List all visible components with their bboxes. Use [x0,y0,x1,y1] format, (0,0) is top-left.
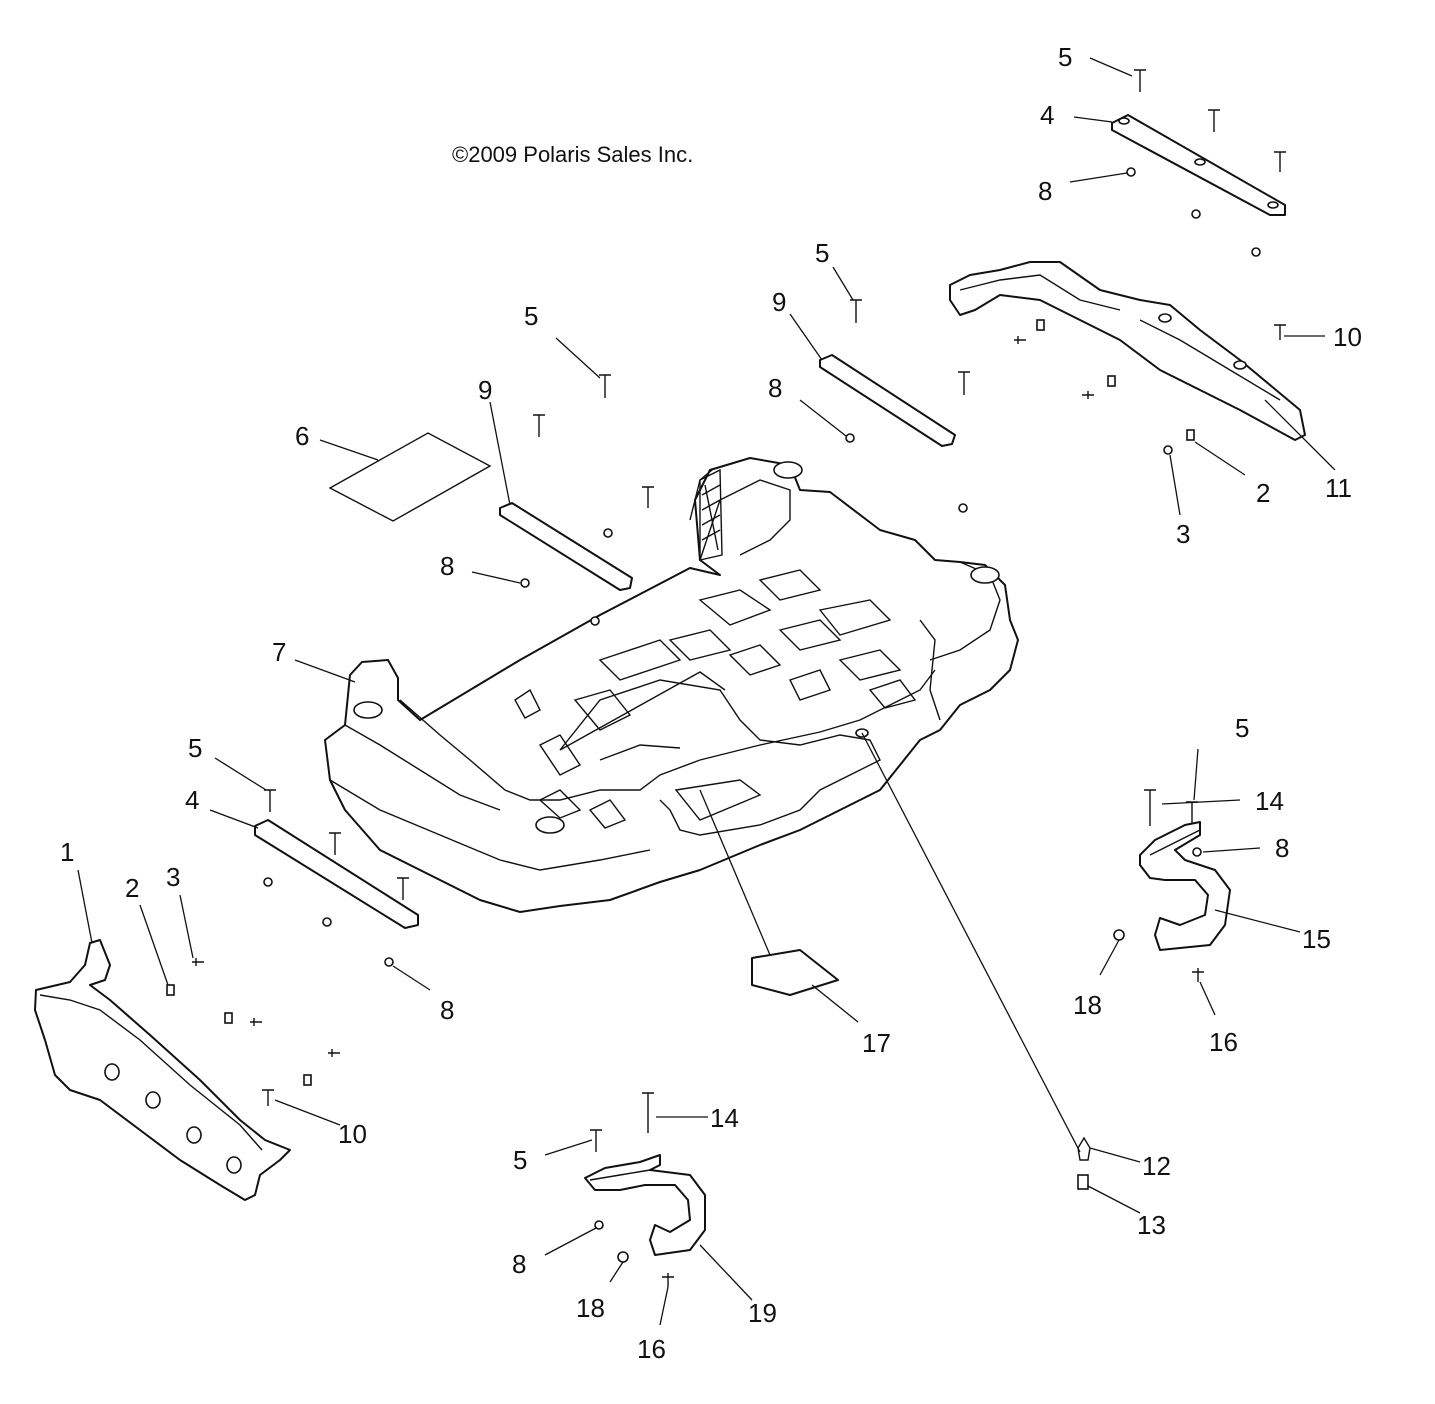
callout-18-right: 18 [1073,990,1102,1020]
callout-8-mid-right: 8 [768,373,782,403]
support-plate-right [819,354,956,447]
right-grab-handle [1139,821,1231,951]
callout-7: 7 [272,637,286,667]
callout-6: 6 [295,421,309,451]
callout-4-top: 4 [1040,100,1054,130]
callout-5-left: 5 [188,733,202,763]
callout-11: 11 [1325,473,1352,503]
callout-8-left: 8 [440,995,454,1025]
bottom-grab-handle [584,1154,706,1256]
callout-5-top: 5 [1058,42,1072,72]
callout-10-left: 10 [338,1119,367,1149]
nuts-and-clips [166,167,1261,1263]
front-rail [34,939,291,1201]
callout-8-mid-left: 8 [440,551,454,581]
rear-rail [949,261,1306,441]
floor-mat [751,949,839,996]
callout-18-bottom: 18 [576,1293,605,1323]
callout-5-bottom: 5 [513,1145,527,1175]
callout-9-left: 9 [478,375,492,405]
callout-5-right-handle: 5 [1235,713,1249,743]
callout-14-right: 14 [1255,786,1284,816]
callout-12: 12 [1142,1151,1171,1181]
left-bracket [254,819,419,929]
callout-3-right: 3 [1176,519,1190,549]
callout-19: 19 [748,1298,777,1328]
callout-10-right: 10 [1333,322,1362,352]
callout-5-mid-right: 5 [815,238,829,268]
top-right-bracket [1111,114,1286,216]
callout-2-right: 2 [1256,478,1270,508]
callout-9-right: 9 [772,287,786,317]
callout-13: 13 [1137,1210,1166,1240]
callouts: 5 4 8 5 9 8 10 2 3 11 5 9 6 8 7 5 4 1 2 … [60,42,1362,1364]
callout-17: 17 [862,1028,891,1058]
cargo-box [324,457,1019,913]
callout-14-bottom: 14 [710,1103,739,1133]
callout-16-bottom: 16 [637,1334,666,1364]
callout-1: 1 [60,837,74,867]
callout-5-mid-left: 5 [524,301,538,331]
callout-16-right: 16 [1209,1027,1238,1057]
callout-2-left: 2 [125,873,139,903]
callout-8-bottom: 8 [512,1249,526,1279]
callout-3-left: 3 [166,862,180,892]
copyright-text: ©2009 Polaris Sales Inc. [452,142,693,167]
callout-8-top: 8 [1038,176,1052,206]
leader-lines [77,57,1336,1326]
decal [328,432,492,522]
callout-4-left: 4 [185,785,199,815]
callout-15: 15 [1302,924,1331,954]
screws [192,69,1286,1287]
support-plate-left [499,502,633,591]
callout-8-right-handle: 8 [1275,833,1289,863]
